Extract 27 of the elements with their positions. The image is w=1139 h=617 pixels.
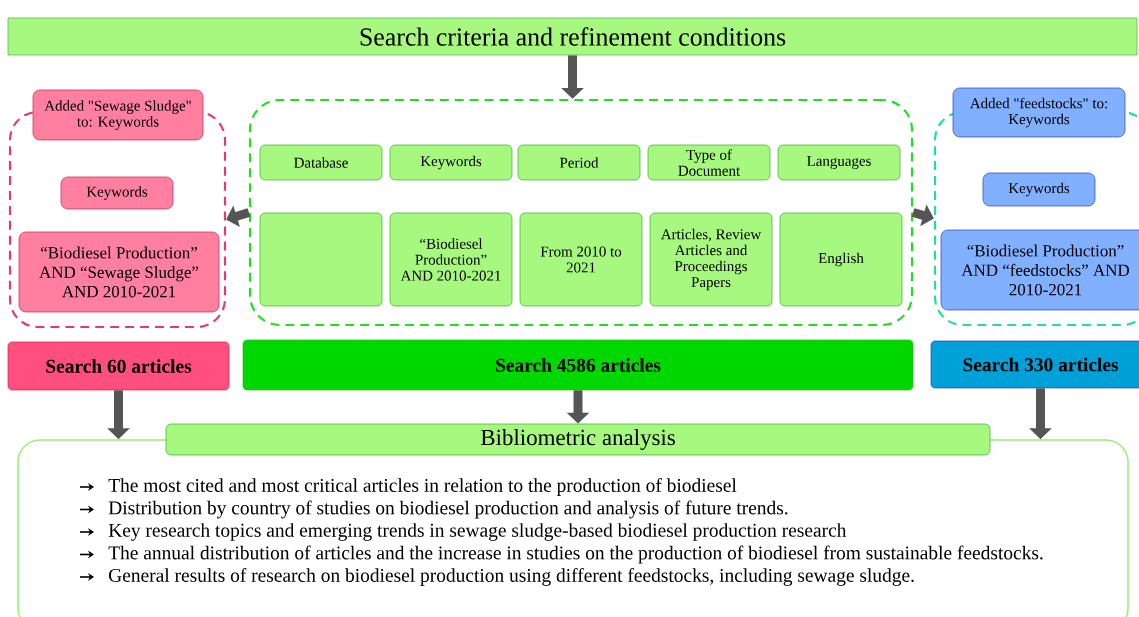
result-box: Search 60 articles — [7, 341, 230, 391]
criteria-box: Keywords — [60, 176, 174, 210]
criteria-box: Keywords — [982, 172, 1096, 207]
criteria-box: Database — [259, 144, 383, 181]
criteria-box: Bibliometric analysis — [165, 423, 991, 456]
criteria-box: Added "Sewage Sludge" to: Keywords — [32, 89, 204, 141]
criteria-box: Type of Document — [647, 144, 771, 181]
result-box: Search 330 articles — [930, 340, 1139, 389]
criteria-box: Period — [517, 144, 641, 181]
criteria-box: English — [779, 212, 903, 307]
criteria-box: Added "feedstocks" to: Keywords — [952, 87, 1126, 138]
criteria-box: Articles, Review Articles and Proceedings Papers — [649, 212, 773, 307]
criteria-box: From 2010 to 2021 — [519, 212, 643, 307]
bullet-item: The most cited and most critical articles in relation to the production of biodiesel — [108, 478, 737, 496]
criteria-box: Languages — [777, 144, 901, 181]
bullet-item: General results of research on biodiesel production using different feedstocks, including sewage sludge. — [109, 568, 914, 586]
criteria-box — [259, 212, 383, 307]
criteria-box: “Biodiesel Production” AND “Sewage Sludge” AND 2010-2021 — [18, 231, 220, 313]
bullet-item: The annual distribution of articles and the increase in studies on the production of biodiesel from sustainable feedstocks. — [108, 545, 1043, 564]
criteria-box: “Biodiesel Production” AND 2010-2021 — [389, 212, 513, 307]
bullet-item: Key research topics and emerging trends in sewage sludge-based biodiesel production research — [108, 523, 847, 541]
dashed-group-frame — [248, 98, 914, 327]
criteria-box: Keywords — [389, 144, 513, 181]
title-bar: Search criteria and refinement conditions — [7, 17, 1138, 56]
criteria-box: “Biodiesel Production” AND “feedstocks” AND 2010-2021 — [940, 229, 1139, 311]
result-box: Search 4586 articles — [242, 339, 914, 391]
bullet-item: Distribution by country of studies on biodiesel production and analysis of future trends. — [108, 500, 788, 519]
